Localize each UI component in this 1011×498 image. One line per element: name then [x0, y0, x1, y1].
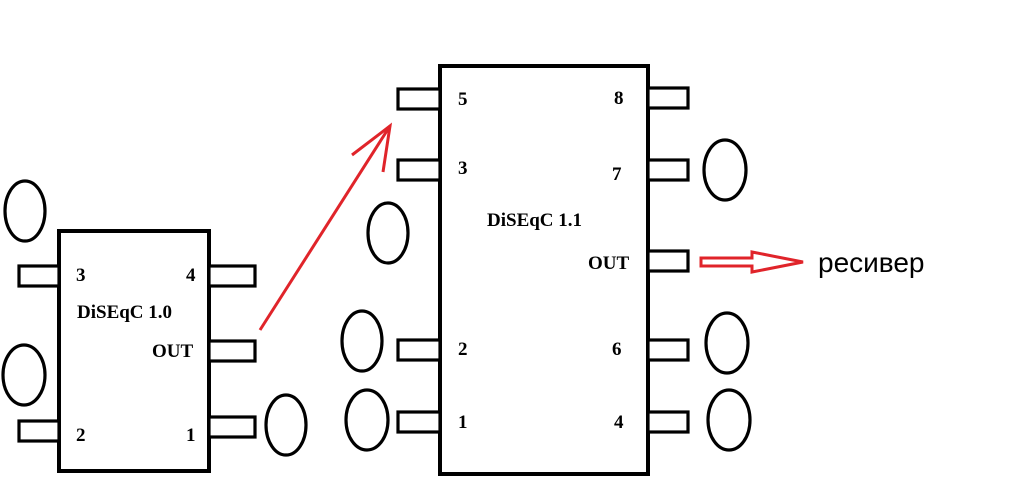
diseqc-1-0-out-tab — [207, 339, 257, 363]
connector-oval — [1, 343, 47, 407]
diseqc-1-1-title: DiSEqC 1.1 — [487, 210, 582, 231]
diseqc-1-1-pin-1-label: 1 — [458, 412, 468, 433]
connector-oval — [344, 388, 390, 452]
diseqc-1-0-switch: 3 4 DiSEqC 1.0 OUT 2 1 — [17, 229, 257, 473]
diseqc-1-1-pin-6-tab — [646, 338, 690, 362]
connector-oval — [702, 138, 748, 202]
diseqc-1-0-pin-1-tab — [207, 415, 257, 439]
diseqc-1-0-pin-1-label: 1 — [186, 425, 196, 446]
receiver-label: ресивер — [818, 247, 925, 278]
connection-arrow — [258, 122, 393, 331]
connector-oval — [264, 393, 308, 457]
diseqc-1-1-pin-6-label: 6 — [612, 339, 622, 360]
diseqc-1-1-pin-5-tab — [396, 87, 442, 111]
diseqc-1-1-pin-7-label: 7 — [612, 164, 622, 185]
connector-oval — [3, 179, 47, 243]
connector-oval — [704, 311, 750, 375]
diseqc-1-1-switch: 5 3 2 1 8 7 DiSEqC 1.1 OUT 6 4 — [396, 64, 690, 476]
diseqc-1-1-pin-7-tab — [646, 158, 690, 182]
diseqc-1-1-pin-4-label: 4 — [614, 412, 624, 433]
diseqc-1-1-pin-5-label: 5 — [458, 89, 468, 110]
diseqc-1-1-out-label: OUT — [588, 253, 630, 274]
diseqc-1-1-pin-1-tab — [396, 410, 442, 434]
connector-oval — [366, 201, 410, 265]
diseqc-1-1-out-tab — [646, 249, 690, 273]
diseqc-1-1-pin-3-tab — [396, 158, 442, 182]
connector-oval — [706, 388, 752, 452]
diseqc-1-0-pin-2-tab — [17, 419, 61, 443]
diseqc-1-1-body — [438, 64, 650, 476]
diseqc-1-0-pin-4-label: 4 — [186, 265, 196, 286]
diseqc-1-1-pin-2-tab — [396, 338, 442, 362]
diseqc-1-0-pin-4-tab — [207, 264, 257, 288]
output-arrow — [699, 250, 804, 274]
diseqc-1-0-out-label: OUT — [152, 341, 194, 362]
diseqc-1-0-title: DiSEqC 1.0 — [77, 302, 172, 323]
connector-oval — [340, 309, 384, 373]
diseqc-1-0-pin-3-label: 3 — [76, 265, 86, 286]
diseqc-1-1-pin-3-label: 3 — [458, 158, 468, 179]
diseqc-1-1-pin-4-tab — [646, 410, 690, 434]
diseqc-1-1-pin-2-label: 2 — [458, 339, 468, 360]
diseqc-1-1-pin-8-tab — [646, 86, 690, 110]
diseqc-1-0-body — [57, 229, 211, 473]
diseqc-1-0-pin-2-label: 2 — [76, 425, 86, 446]
diseqc-1-1-pin-8-label: 8 — [614, 88, 624, 109]
diseqc-1-0-pin-3-tab — [17, 264, 61, 288]
